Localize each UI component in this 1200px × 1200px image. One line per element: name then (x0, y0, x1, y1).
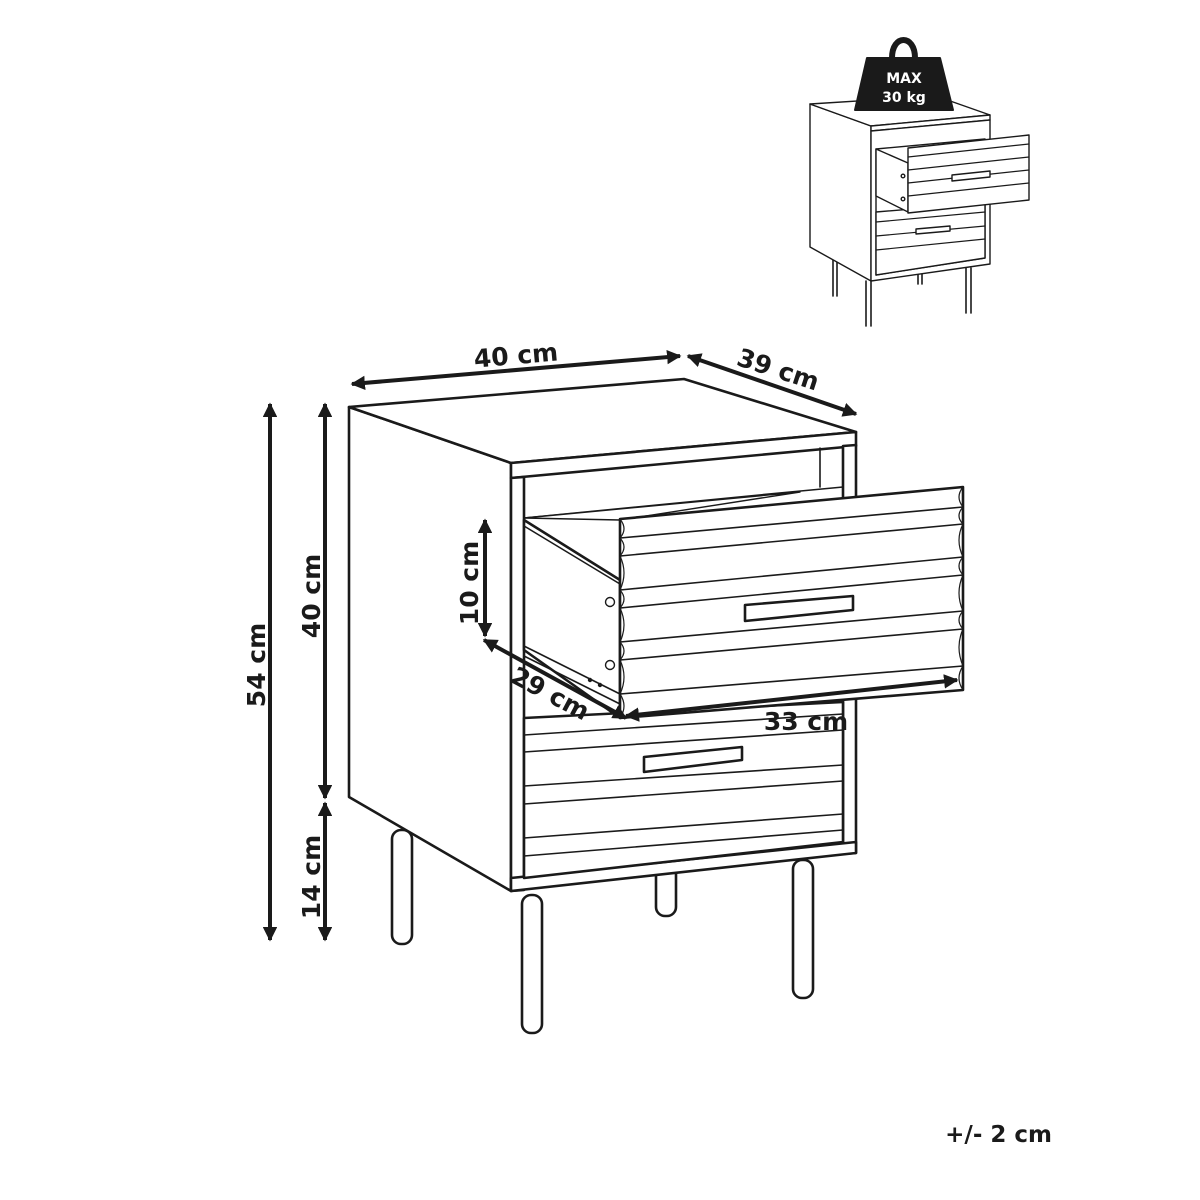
leg-back-left (390, 828, 414, 946)
leg-front-left (520, 893, 544, 1035)
tolerance-note: +/- 2 cm (945, 1122, 1052, 1148)
drawer-inner-edge (523, 525, 621, 585)
inset-open-handle (951, 170, 991, 182)
depth-arrow (686, 353, 858, 417)
width-arrow (350, 349, 682, 391)
open-drawer-top-rim (523, 491, 801, 521)
drawer-width-label: 33 cm (764, 707, 848, 736)
drawer-screw-top (604, 596, 616, 608)
body-height-label: 40 cm (297, 554, 326, 638)
dimension-lines (262, 349, 959, 942)
drawer-screw-bottom (604, 659, 616, 671)
drawer-height-label: 10 cm (455, 541, 484, 625)
open-drawer-wavy-right (958, 486, 964, 691)
leg-height-label: 14 cm (297, 835, 326, 919)
inset-side-panel (809, 103, 872, 282)
weight-icon: MAX 30 kg (854, 37, 954, 111)
inset-bottom-handle (915, 225, 951, 235)
total-height-label: 54 cm (242, 623, 271, 707)
bottom-drawer-ribs (523, 713, 844, 857)
weight-limit-line2: 30 kg (882, 90, 926, 106)
bottom-drawer-handle (642, 745, 744, 774)
drawer-depth-arrow (482, 638, 628, 720)
open-drawer-handle (743, 594, 855, 623)
leg-front-right (791, 858, 815, 1000)
nightstand-main-drawing (347, 377, 965, 1035)
side-panel (347, 405, 513, 893)
drawer-width-arrow (624, 674, 959, 722)
weight-limit-line1: MAX (886, 71, 922, 87)
weight-limit-inset: MAX 30 kg (809, 37, 1030, 327)
